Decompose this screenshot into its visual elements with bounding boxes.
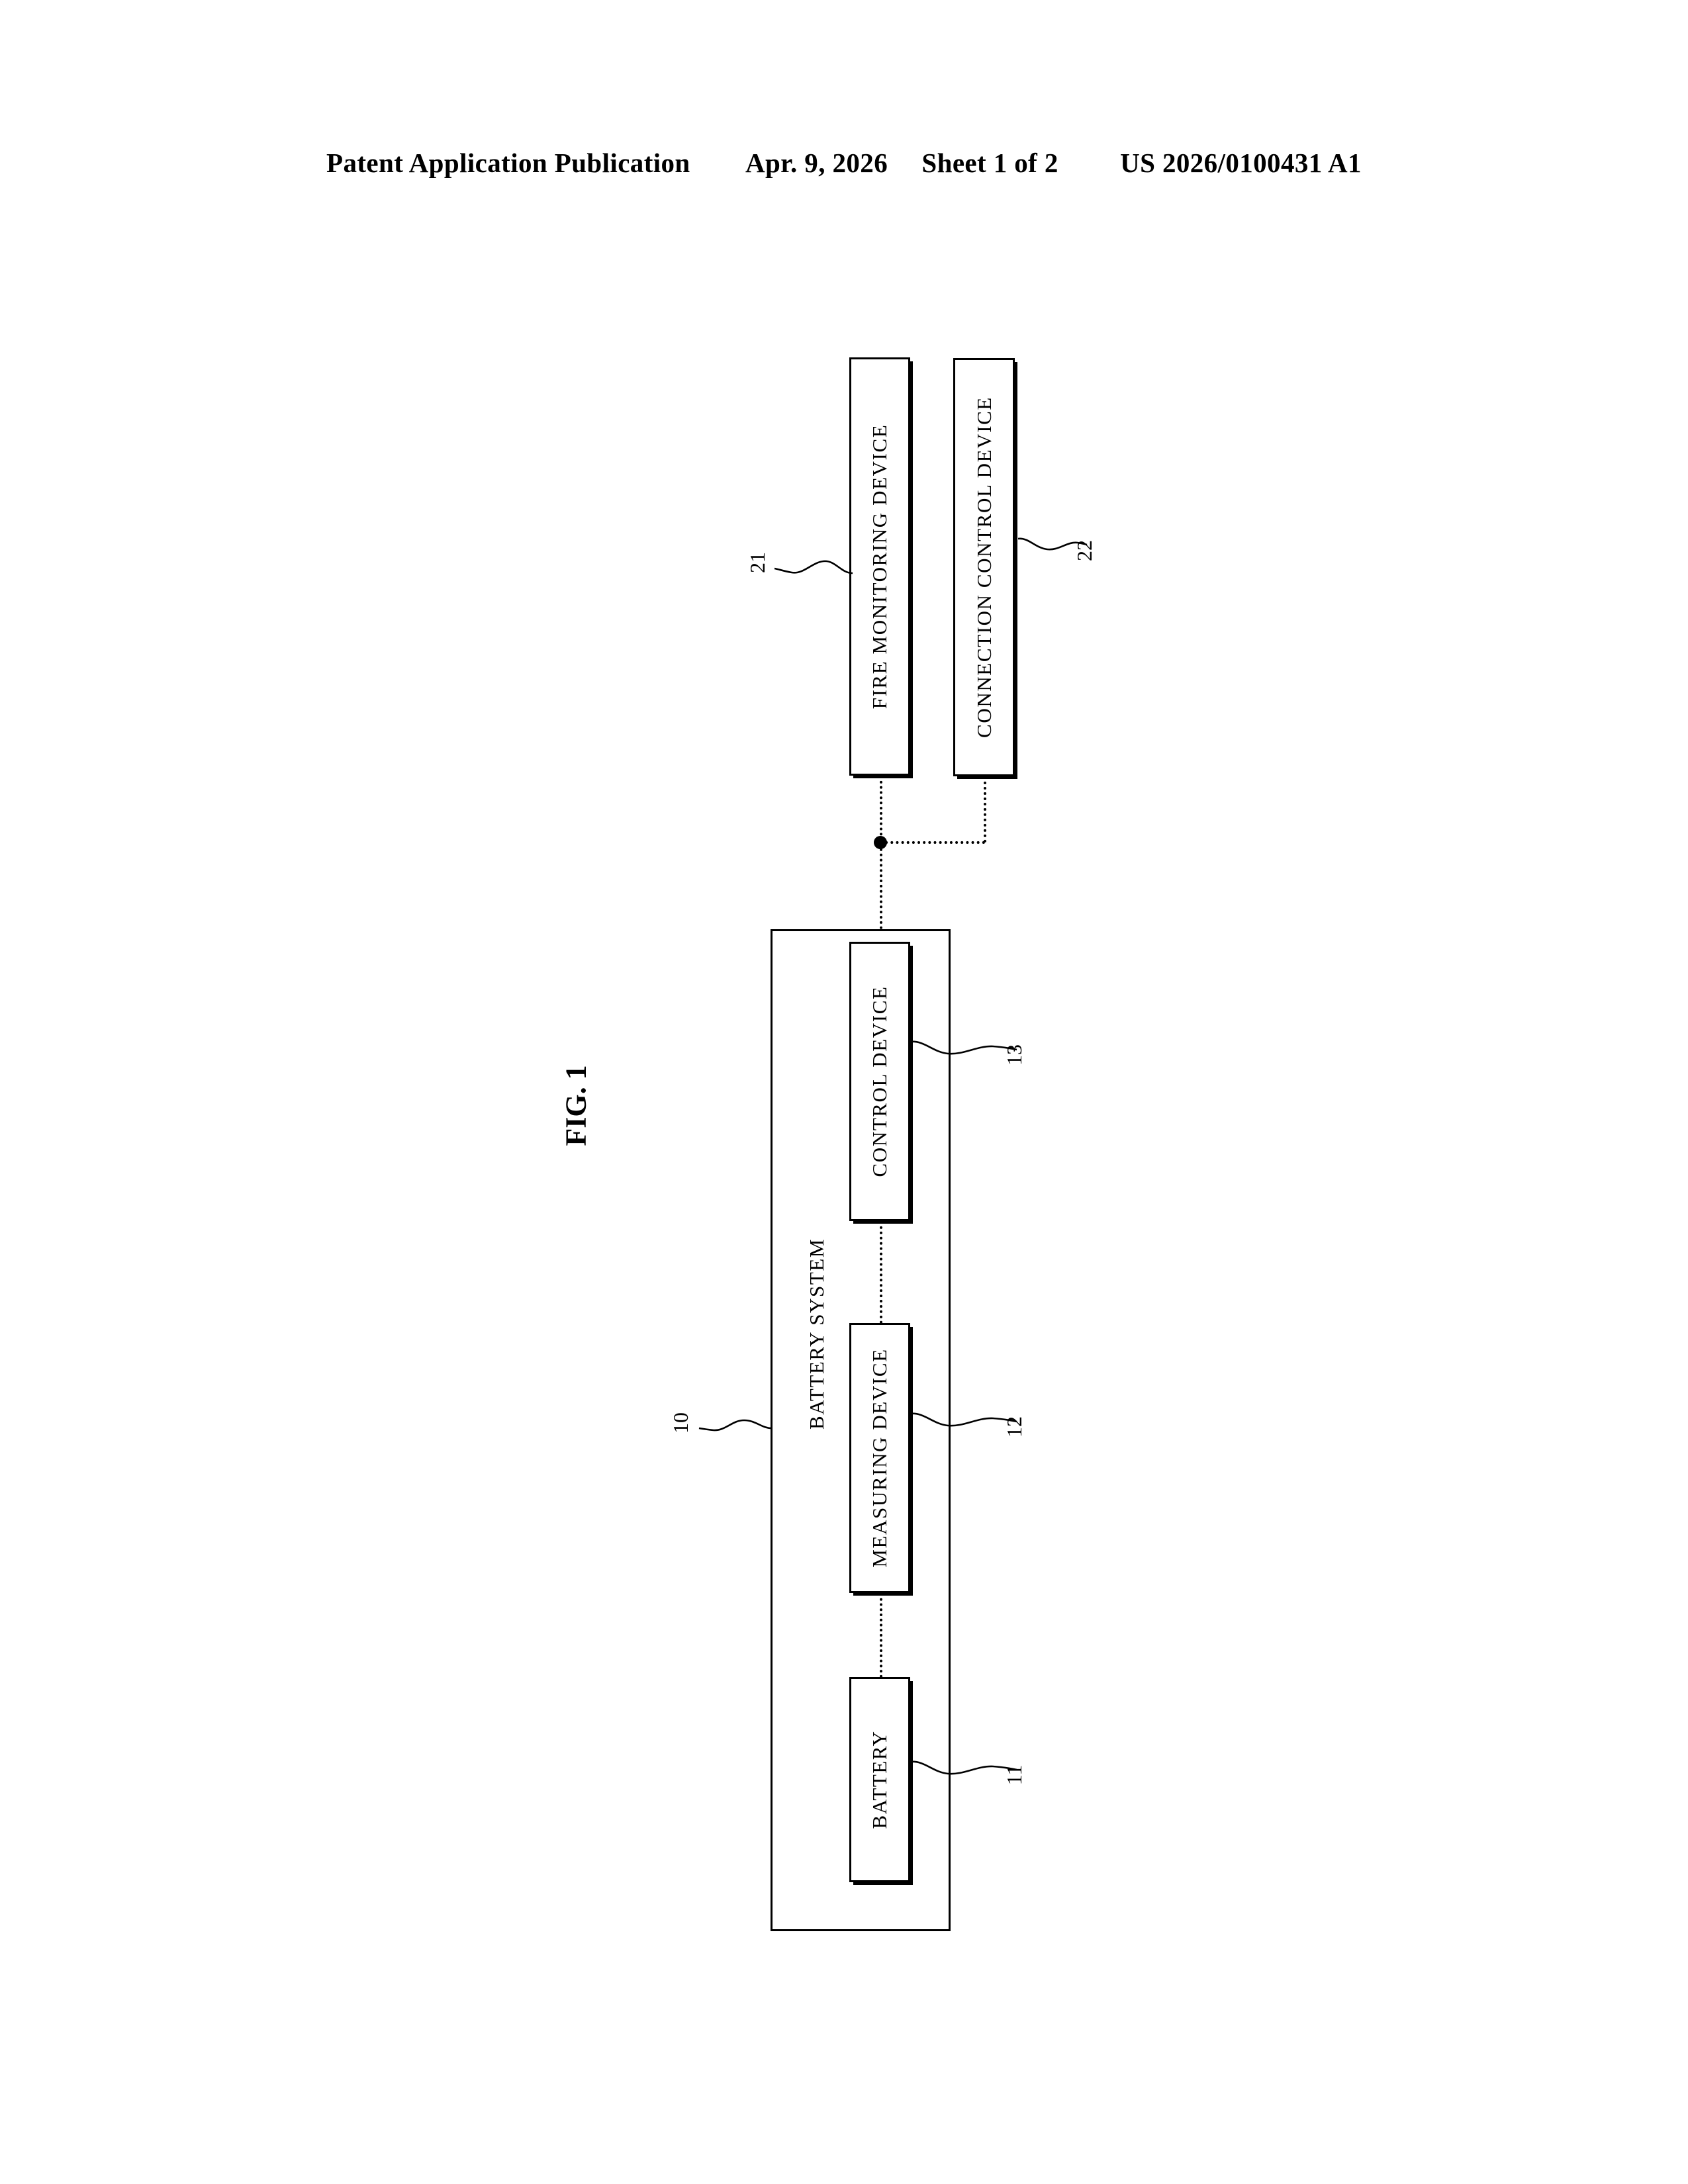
header-patent-number-text: US 2026/0100431 A1: [1120, 148, 1362, 178]
reference-numeral-21: 21: [745, 552, 769, 573]
connector-control-to-measuring: [880, 1221, 882, 1324]
leader-line-10: [698, 1415, 773, 1440]
block-connection-control-device-label: CONNECTION CONTROL DEVICE: [972, 396, 996, 738]
leader-line-21: [774, 555, 853, 581]
connector-branch-horizontal: [880, 841, 985, 844]
header-publication-text: Patent Application Publication: [326, 148, 690, 178]
header-sheet-text: Sheet 1 of 2: [921, 148, 1058, 178]
block-fire-monitoring-device-label: FIRE MONITORING DEVICE: [868, 424, 891, 709]
connector-measuring-to-battery: [880, 1593, 882, 1678]
leader-line-11: [910, 1752, 1017, 1782]
block-fire-monitoring-device: FIRE MONITORING DEVICE: [849, 357, 910, 776]
reference-numeral-12: 12: [1002, 1416, 1026, 1437]
leader-line-22: [1017, 529, 1088, 557]
block-battery: BATTERY: [849, 1677, 910, 1882]
leader-line-12: [910, 1404, 1017, 1433]
connector-fire-monitoring-to-system: [880, 776, 882, 929]
reference-numeral-10: 10: [669, 1412, 692, 1433]
block-control-device: CONTROL DEVICE: [849, 942, 910, 1221]
reference-numeral-11: 11: [1002, 1764, 1026, 1786]
reference-numeral-22: 22: [1072, 540, 1096, 561]
figure-label-text: FIG. 1: [559, 1065, 592, 1146]
reference-numeral-13: 13: [1002, 1044, 1026, 1066]
connector-connection-control-down: [984, 776, 986, 842]
junction-dot: [874, 836, 887, 849]
header-date-text: Apr. 9, 2026: [745, 148, 888, 178]
leader-line-13: [910, 1032, 1017, 1062]
block-battery-label: BATTERY: [868, 1730, 891, 1829]
battery-system-frame: [771, 929, 951, 1931]
block-measuring-device: MEASURING DEVICE: [849, 1323, 910, 1593]
block-measuring-device-label: MEASURING DEVICE: [868, 1348, 891, 1568]
block-connection-control-device: CONNECTION CONTROL DEVICE: [953, 358, 1015, 776]
page-header: Patent Application Publication Apr. 9, 2…: [0, 147, 1688, 187]
battery-system-label: BATTERY SYSTEM: [805, 1238, 828, 1430]
block-control-device-label: CONTROL DEVICE: [868, 985, 891, 1177]
figure-label: FIG. 1: [543, 1032, 609, 1178]
